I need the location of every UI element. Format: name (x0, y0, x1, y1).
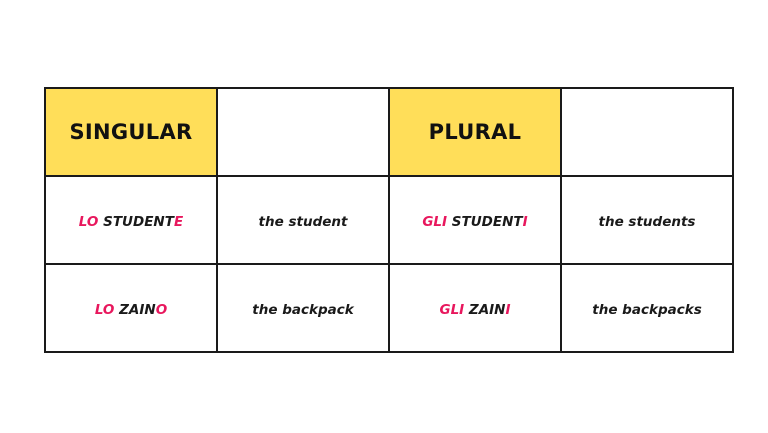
header-singular: SINGULAR (69, 120, 193, 144)
plural-translation: the students (598, 213, 696, 230)
ending: E (173, 213, 184, 230)
stem: ZAIN (119, 301, 156, 318)
singular-translation-cell: the student (216, 175, 390, 265)
article: LO (94, 301, 115, 318)
singular-word-cell: LO STUDENTE (44, 175, 218, 265)
header-plural-translation-cell (560, 87, 734, 177)
grammar-table: SINGULAR PLURAL LO STUDENTE the student … (44, 87, 734, 353)
singular-translation-cell: the backpack (216, 263, 390, 353)
plural-translation: the backpacks (592, 301, 702, 318)
header-singular-cell: SINGULAR (44, 87, 218, 177)
stem: STUDENT (451, 213, 523, 230)
header-row: SINGULAR PLURAL (44, 87, 734, 177)
header-plural: PLURAL (428, 120, 522, 144)
plural-word-cell: GLI STUDENTI (388, 175, 562, 265)
table-row: LO ZAINO the backpack GLI ZAINI the back… (44, 263, 734, 353)
ending: I (522, 213, 528, 230)
ending: I (505, 301, 511, 318)
plural-word: GLI STUDENTI (422, 214, 527, 230)
ending: O (155, 301, 168, 318)
singular-translation: the backpack (252, 301, 354, 318)
singular-word-cell: LO ZAINO (44, 263, 218, 353)
header-singular-translation-cell (216, 87, 390, 177)
plural-word: GLI ZAINI (439, 302, 510, 318)
plural-translation-cell: the backpacks (560, 263, 734, 353)
singular-word: LO STUDENTE (79, 214, 183, 230)
plural-translation-cell: the students (560, 175, 734, 265)
article: GLI (422, 213, 448, 230)
table-row: LO STUDENTE the student GLI STUDENTI the… (44, 175, 734, 265)
plural-word-cell: GLI ZAINI (388, 263, 562, 353)
stem: ZAIN (468, 301, 506, 318)
singular-translation: the student (258, 213, 348, 230)
article: LO (78, 213, 99, 230)
stem: STUDENT (103, 213, 174, 230)
header-plural-cell: PLURAL (388, 87, 562, 177)
article: GLI (439, 301, 465, 318)
singular-word: LO ZAINO (95, 302, 167, 318)
